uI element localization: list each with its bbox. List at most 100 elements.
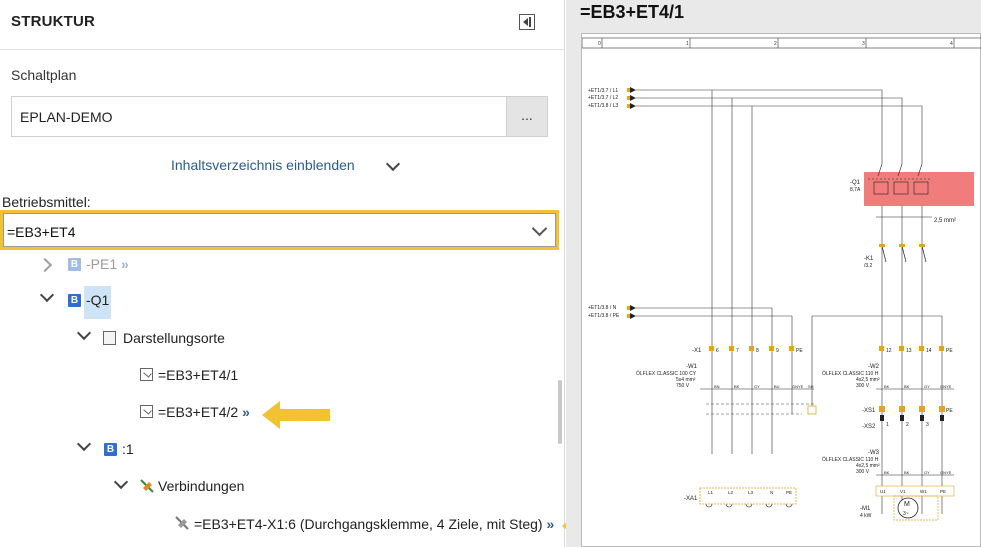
tree-item-label: -Q1	[86, 292, 110, 308]
schematic-drawing: 0 1 2 3 4 +ET1/3.7 / L1 +ET1/3.7 / L2 +E…	[581, 37, 981, 521]
tree-item-page-2[interactable]: =EB3+ET4/2 »	[158, 404, 250, 426]
jump-link-icon[interactable]: »	[121, 256, 129, 272]
collapse-chevron-icon[interactable]	[113, 474, 129, 490]
xa1-name: -XA1	[684, 496, 698, 502]
browse-button[interactable]: ...	[506, 97, 547, 136]
tree-item-page-1[interactable]: =EB3+ET4/1	[158, 367, 239, 383]
core-label: GNYE	[940, 470, 952, 475]
terminal-label: L2	[728, 490, 734, 495]
page-icon	[140, 368, 153, 381]
terminal-label: 12	[886, 348, 892, 354]
terminal-label: 14	[926, 348, 932, 354]
motor-terminal: PE	[940, 489, 946, 494]
q1-highlight[interactable]	[864, 172, 974, 206]
supply-label: +ET1/3.8 / L3	[588, 103, 618, 109]
supply-label: +ET1/3.8 / PE	[588, 313, 620, 319]
terminal-label: 13	[906, 348, 912, 354]
collapse-chevron-icon[interactable]	[39, 287, 55, 303]
supply-label: +ET1/3.8 / N	[588, 305, 617, 311]
panel-header: STRUKTUR	[0, 0, 565, 50]
schematic-title: =EB3+ET4/1	[580, 2, 685, 22]
select-frame	[3, 213, 556, 247]
tree-item-colon-1[interactable]: :1	[122, 441, 134, 457]
connections-icon	[140, 479, 154, 493]
w2-spec: 4x2,5 mm²	[856, 377, 880, 383]
m1-name: -M1	[860, 506, 871, 512]
column-label: 1	[686, 41, 689, 47]
w3-voltage: 300 V	[856, 469, 870, 475]
schaltplan-label: Schaltplan	[11, 67, 77, 83]
xs1-name: -XS1	[862, 408, 876, 414]
core-label: BN	[714, 384, 720, 389]
tree-item-verbindungen[interactable]: Verbindungen	[158, 478, 245, 494]
pin-label: 3	[926, 422, 929, 428]
tree-item-label: =EB3+ET4/2	[158, 404, 239, 420]
terminal-label: PE	[946, 348, 953, 354]
m1-power: 4 kW	[860, 513, 872, 519]
expand-chevron-icon[interactable]	[37, 257, 53, 273]
w2-name: -W2	[868, 364, 880, 370]
tree-item-q1[interactable]: -Q1	[84, 286, 112, 319]
project-field[interactable]: EPLAN-DEMO ...	[11, 96, 548, 137]
device-icon: B	[68, 258, 81, 271]
core-label: GNYE	[792, 384, 804, 389]
core-label: BU	[774, 384, 780, 389]
w1-spec: 5x4 mm²	[676, 377, 696, 383]
jump-link-icon[interactable]: »	[546, 516, 555, 532]
column-label: 2	[774, 41, 777, 47]
w1-name: -W1	[686, 364, 698, 370]
panel-title: STRUKTUR	[11, 13, 96, 30]
x1-name: -X1	[692, 348, 702, 354]
motor-terminal: W1	[920, 489, 927, 494]
terminal-label: 7	[736, 348, 739, 354]
w1-type: ÖLFLEX CLASSIC 100 CY	[636, 370, 697, 377]
core-label: SH	[808, 384, 814, 389]
w3-type: ÖLFLEX CLASSIC 110 H	[822, 456, 879, 463]
toc-chevron-icon[interactable]	[385, 156, 401, 172]
collapse-panel-icon[interactable]	[519, 14, 535, 30]
tree-item-connection[interactable]: =EB3+ET4-X1:6 (Durchgangsklemme, 4 Ziele…	[194, 516, 554, 538]
tree-item-label: =EB3+ET4-X1:6 (Durchgangsklemme, 4 Ziele…	[194, 516, 543, 532]
jump-link-icon[interactable]: »	[242, 404, 250, 420]
scrollbar-thumb[interactable]	[558, 380, 562, 444]
project-value: EPLAN-DEMO	[20, 109, 113, 125]
toc-toggle[interactable]: Inhaltsverzeichnis einblenden	[171, 157, 355, 173]
k1-name: -K1	[864, 256, 874, 262]
motor-terminal: U1	[880, 489, 886, 494]
column-label: 0	[598, 41, 601, 47]
q1-rating: 8,7A	[850, 187, 861, 193]
core-label: BK	[904, 384, 910, 389]
supply-label: +ET1/3.7 / L1	[588, 88, 618, 94]
schematic-sheet[interactable]: 0 1 2 3 4 +ET1/3.7 / L1 +ET1/3.7 / L2 +E…	[581, 33, 981, 547]
w1-voltage: 750 V	[676, 383, 690, 389]
terminal-label: 6	[716, 348, 719, 354]
betriebsmittel-select[interactable]: =EB3+ET4	[0, 210, 559, 250]
terminal-label: PE	[786, 490, 792, 495]
collapse-chevron-icon[interactable]	[76, 325, 92, 341]
motor-letter: M	[904, 501, 910, 508]
core-label: GNYE	[940, 384, 952, 389]
betriebsmittel-value: =EB3+ET4	[7, 224, 76, 240]
core-label: GY	[924, 384, 930, 389]
terminal-label: L3	[748, 490, 754, 495]
page-icon	[140, 405, 153, 418]
w2-type: ÖLFLEX CLASSIC 110 H	[822, 370, 879, 377]
motor-terminal: V1	[900, 489, 906, 494]
collapse-chevron-icon[interactable]	[76, 436, 92, 452]
terminal-label: N	[770, 490, 773, 495]
xs2-name: -XS2	[862, 424, 876, 430]
tree-item-darstellungsorte[interactable]: Darstellungsorte	[123, 330, 225, 346]
pin-label: PE	[946, 408, 953, 414]
terminal-label: L1	[708, 490, 714, 495]
w3-spec: 4x2,5 mm²	[856, 463, 880, 469]
pointer-arrow-icon	[262, 401, 330, 429]
pin-label: 1	[886, 422, 889, 428]
tree-item-pe1[interactable]: -PE1 »	[86, 256, 129, 278]
terminal-label: PE	[796, 348, 803, 354]
motor-symbol	[897, 497, 919, 519]
betriebsmittel-label: Betriebsmittel:	[2, 194, 91, 210]
motor-phase: 3~	[903, 511, 909, 517]
w2-voltage: 300 V	[856, 383, 870, 389]
schematic-panel: =EB3+ET4/1 0 1 2 3 4 +ET1/3.7 / L1	[566, 0, 981, 547]
terminal-label: 8	[756, 348, 759, 354]
